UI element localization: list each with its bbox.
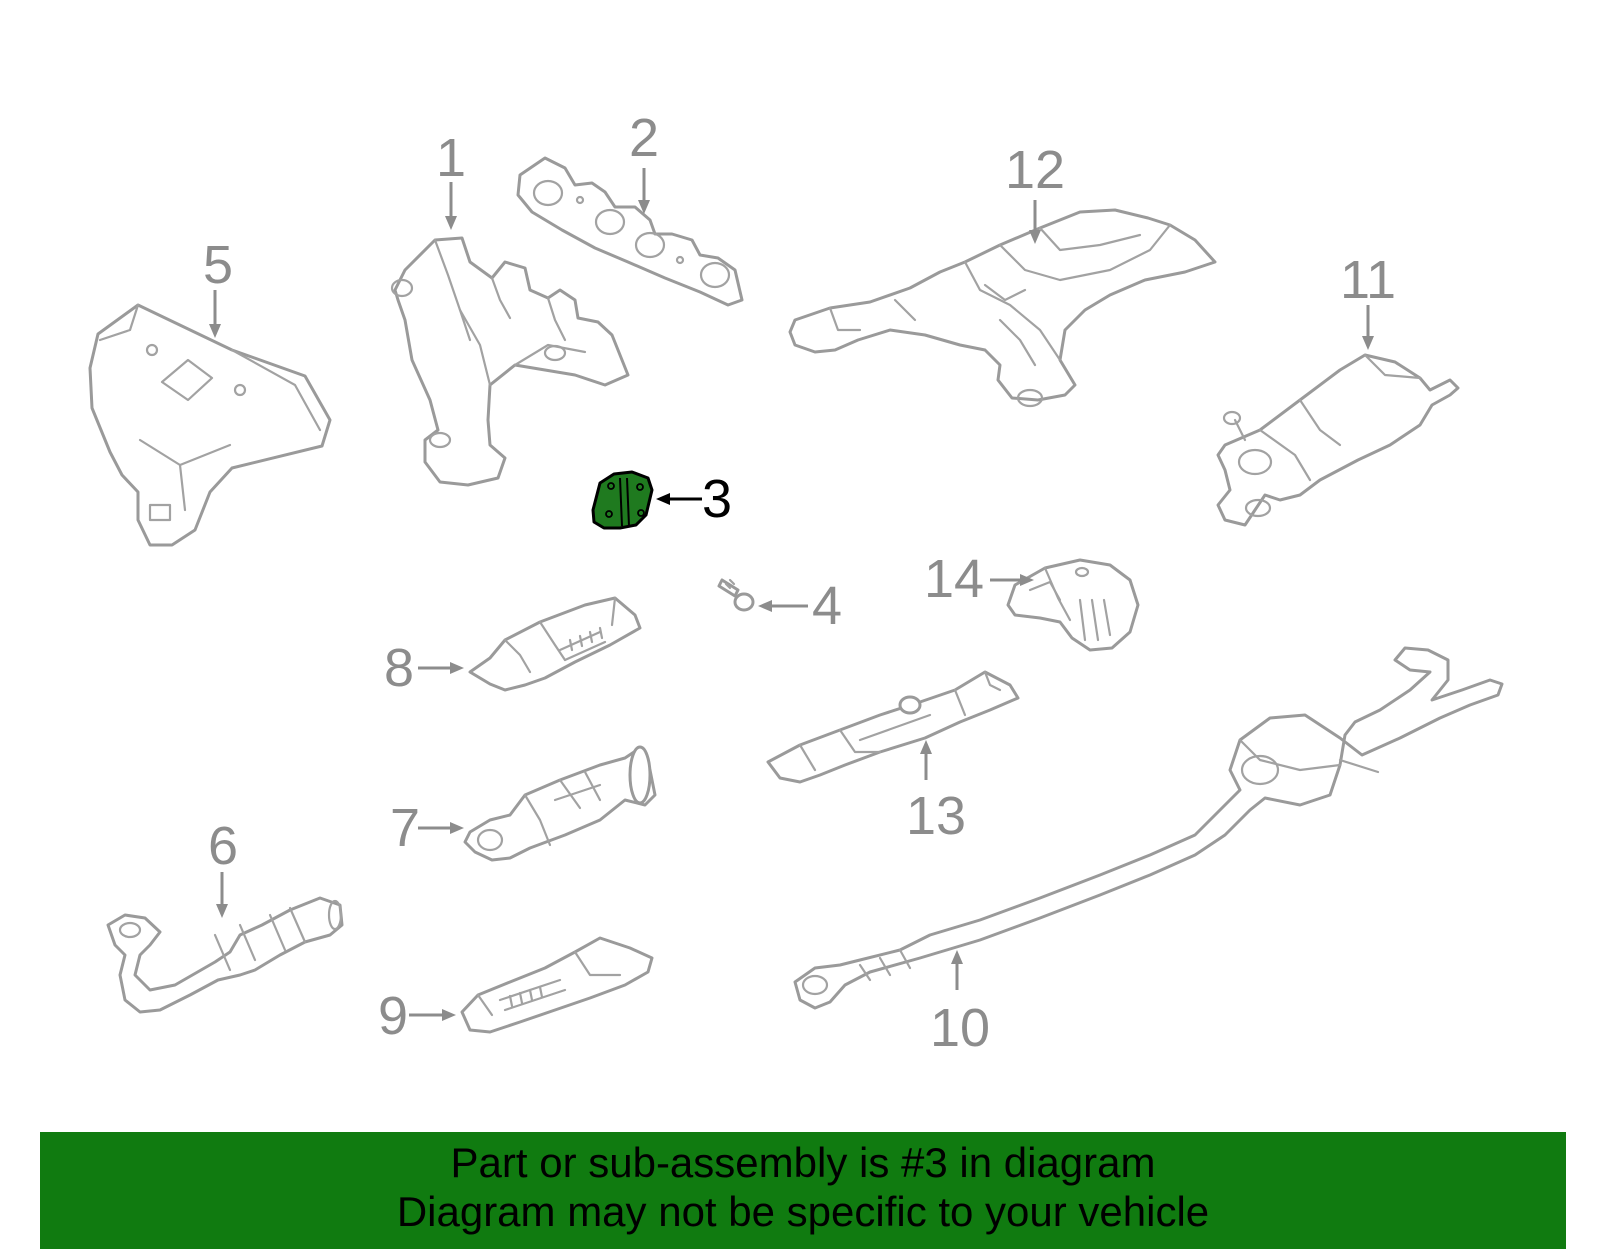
part-7-catalytic-converter[interactable] <box>463 745 657 862</box>
part-4-bolt[interactable] <box>717 578 755 612</box>
callout-10: 10 <box>930 998 990 1058</box>
callout-12: 12 <box>1005 140 1065 200</box>
callout-4: 4 <box>812 576 842 636</box>
part-14-heat-shield[interactable] <box>1006 558 1140 652</box>
part-11-muffler[interactable] <box>1216 353 1460 527</box>
part-2-manifold-gasket[interactable] <box>516 156 744 307</box>
callout-8: 8 <box>384 638 414 698</box>
banner-line-1: Part or sub-assembly is #3 in diagram <box>450 1139 1156 1186</box>
callout-13: 13 <box>906 786 966 846</box>
callout-2: 2 <box>629 108 659 168</box>
callout-labels: 1 2 3 4 5 6 7 8 9 10 11 12 13 14 <box>203 108 1396 1058</box>
part-8-catalytic-converter[interactable] <box>468 596 642 692</box>
callout-5: 5 <box>203 235 233 295</box>
callout-3: 3 <box>702 469 732 529</box>
callout-9: 9 <box>378 986 408 1046</box>
part-13-heat-shield[interactable] <box>766 670 1020 784</box>
part-6-front-pipe[interactable] <box>106 896 344 1014</box>
callout-6: 6 <box>208 816 238 876</box>
part-1-exhaust-manifold[interactable] <box>390 236 630 487</box>
callout-7: 7 <box>390 798 420 858</box>
part-5-heat-shield[interactable] <box>88 303 332 547</box>
callout-11: 11 <box>1340 250 1396 310</box>
part-3-gasket[interactable] <box>591 470 654 530</box>
callout-arrows <box>209 168 1374 1021</box>
part-10-center-pipe[interactable] <box>793 646 1504 1010</box>
part-12-heat-shield[interactable] <box>788 208 1217 408</box>
callout-1: 1 <box>436 128 466 188</box>
info-banner: Part or sub-assembly is #3 in diagram Di… <box>40 1132 1566 1249</box>
banner-line-2: Diagram may not be specific to your vehi… <box>396 1188 1210 1235</box>
callout-14: 14 <box>924 549 984 609</box>
part-9-catalytic-converter[interactable] <box>460 936 654 1034</box>
